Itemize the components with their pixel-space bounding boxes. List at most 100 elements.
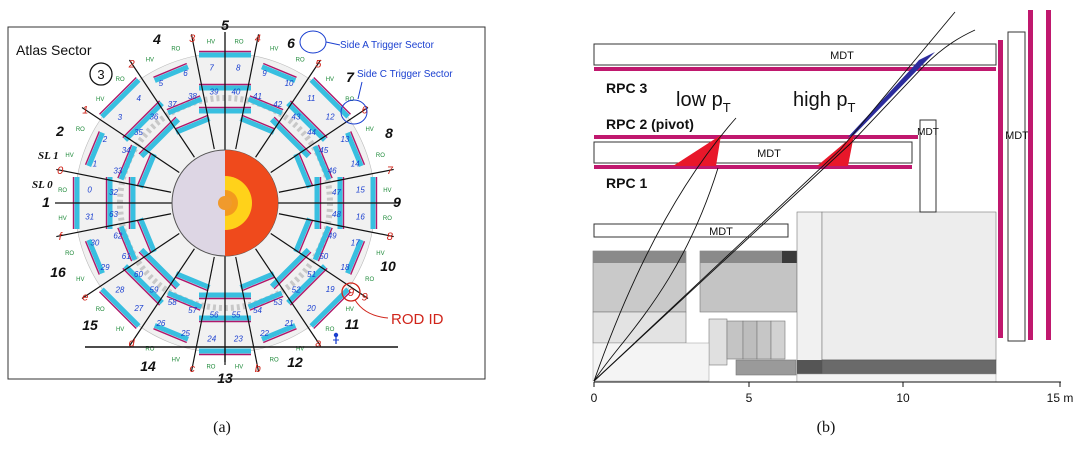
ro-label: RO xyxy=(383,216,392,222)
mdt-box-outer xyxy=(593,43,997,66)
ro-label: RO xyxy=(58,188,67,194)
chamber-rpc xyxy=(136,219,152,254)
rpc-endcap-1 xyxy=(998,40,1003,338)
trigger-sector-31: 31 xyxy=(85,212,94,221)
trigger-sector-39: 39 xyxy=(210,88,219,97)
trigger-sector-60: 60 xyxy=(134,270,143,279)
circled-9-marker xyxy=(341,282,361,302)
chamber-rpc xyxy=(317,227,333,262)
circled-3-text: 3 xyxy=(97,67,104,82)
rod-hex-2: 2 xyxy=(128,58,135,70)
trigger-sector-0: 0 xyxy=(87,186,92,195)
trigger-sector-33: 33 xyxy=(113,167,122,176)
rod-hex-a: a xyxy=(315,338,321,350)
chamber-cyan xyxy=(293,153,312,189)
chamber-rpc xyxy=(84,131,100,165)
sl-0-label: SL 0 xyxy=(32,179,53,191)
sector-number-14: 14 xyxy=(140,358,156,374)
trigger-sector-30: 30 xyxy=(90,239,99,248)
rod-hex-1: 1 xyxy=(82,105,88,117)
chamber-cyan xyxy=(286,101,327,142)
trigger-sector-46: 46 xyxy=(328,166,337,175)
ro-label: RO xyxy=(235,40,244,46)
ro-label: RO xyxy=(76,127,85,133)
chamber-cyan xyxy=(269,247,311,289)
mdt-label-endcap-large: MDT xyxy=(1005,130,1029,142)
chamber-rpc xyxy=(350,241,366,275)
sector-boundary-line xyxy=(81,106,180,173)
rod-id-label: ROD ID xyxy=(391,311,444,328)
rod-hex-d: d xyxy=(129,338,136,350)
caption-a: (a) xyxy=(213,419,231,436)
rod-hex-b: b xyxy=(255,363,261,375)
chamber-rpc xyxy=(273,116,312,155)
ro-label: RO xyxy=(145,347,154,353)
mdt-label-middle: MDT xyxy=(757,148,781,160)
hv-label: HV xyxy=(116,327,124,333)
chamber-cyan xyxy=(309,287,350,328)
trigger-sector-1: 1 xyxy=(93,160,97,169)
chamber-cyan xyxy=(286,264,327,305)
chamber-rpc xyxy=(350,131,366,165)
sector-boundary-line xyxy=(278,213,394,238)
chamber-cyan xyxy=(175,116,211,135)
hv-label: HV xyxy=(207,40,215,46)
trigger-sector-2: 2 xyxy=(102,135,108,144)
trigger-sector-40: 40 xyxy=(231,88,240,97)
sector-number-2: 2 xyxy=(55,123,64,139)
chamber-rpc xyxy=(98,76,137,115)
mdt-label-inner: MDT xyxy=(709,226,733,238)
chamber-rpc xyxy=(289,267,328,306)
rod-id-connector xyxy=(354,299,389,319)
x-axis-ticks xyxy=(593,382,1061,387)
chamber-cyan xyxy=(100,287,141,328)
ro-label: RO xyxy=(206,364,215,370)
chamber-cyan xyxy=(239,271,275,290)
rod-hex-8: 8 xyxy=(387,231,394,243)
tick-label-15: 15 m xyxy=(1047,391,1074,405)
trigger-sector-44: 44 xyxy=(307,128,316,137)
tick-label-0: 0 xyxy=(591,391,598,405)
rpc-endcap-3 xyxy=(1046,10,1051,340)
trigger-sector-19: 19 xyxy=(326,285,335,294)
ro-label: RO xyxy=(171,47,180,53)
chamber-rpc xyxy=(122,100,161,139)
inner-detector-blocks xyxy=(592,211,997,383)
hv-label: HV xyxy=(365,127,373,133)
ro-label: RO xyxy=(376,153,385,159)
chamber-rpc xyxy=(317,144,333,179)
caption-b: (b) xyxy=(817,419,836,436)
rod-hex-c: c xyxy=(189,363,195,375)
chamber-cyan xyxy=(167,96,203,116)
chamber-rpc xyxy=(249,95,284,111)
trigger-sector-56: 56 xyxy=(210,310,219,319)
chamber-rpc xyxy=(241,276,276,292)
chamber-rpc xyxy=(138,116,177,155)
chamber-cyan xyxy=(86,238,105,275)
rpc3-bar xyxy=(594,67,996,71)
rod-hex-6: 6 xyxy=(362,105,369,117)
trigger-sector-45: 45 xyxy=(319,146,328,155)
chamber-cyan xyxy=(345,238,364,275)
hv-label: HV xyxy=(235,364,243,370)
chamber-cyan xyxy=(118,145,138,181)
trigger-sector-12: 12 xyxy=(326,113,335,122)
sector-number-7: 7 xyxy=(346,69,355,85)
chamber-rpc xyxy=(166,295,201,311)
chamber-rpc xyxy=(153,328,187,344)
ro-label: RO xyxy=(296,57,305,63)
chamber-rpc xyxy=(136,152,152,187)
ro-label: RO xyxy=(325,327,334,333)
chamber-rpc xyxy=(166,95,201,111)
trigger-sector-22: 22 xyxy=(259,329,269,338)
rpc2-bar xyxy=(594,135,918,139)
trigger-sector-24: 24 xyxy=(206,334,216,343)
chamber-rpc xyxy=(249,295,284,311)
rod-hex-3: 3 xyxy=(189,33,196,45)
panel-a: Atlas Sector 12456789101112131415160ROHV… xyxy=(7,17,486,436)
trigger-sector-20: 20 xyxy=(306,304,316,313)
mdt-box-middle xyxy=(593,141,913,164)
rpc-endcap-2 xyxy=(1028,10,1033,340)
chamber-rpc xyxy=(122,267,161,306)
trigger-sector-3: 3 xyxy=(118,113,123,122)
